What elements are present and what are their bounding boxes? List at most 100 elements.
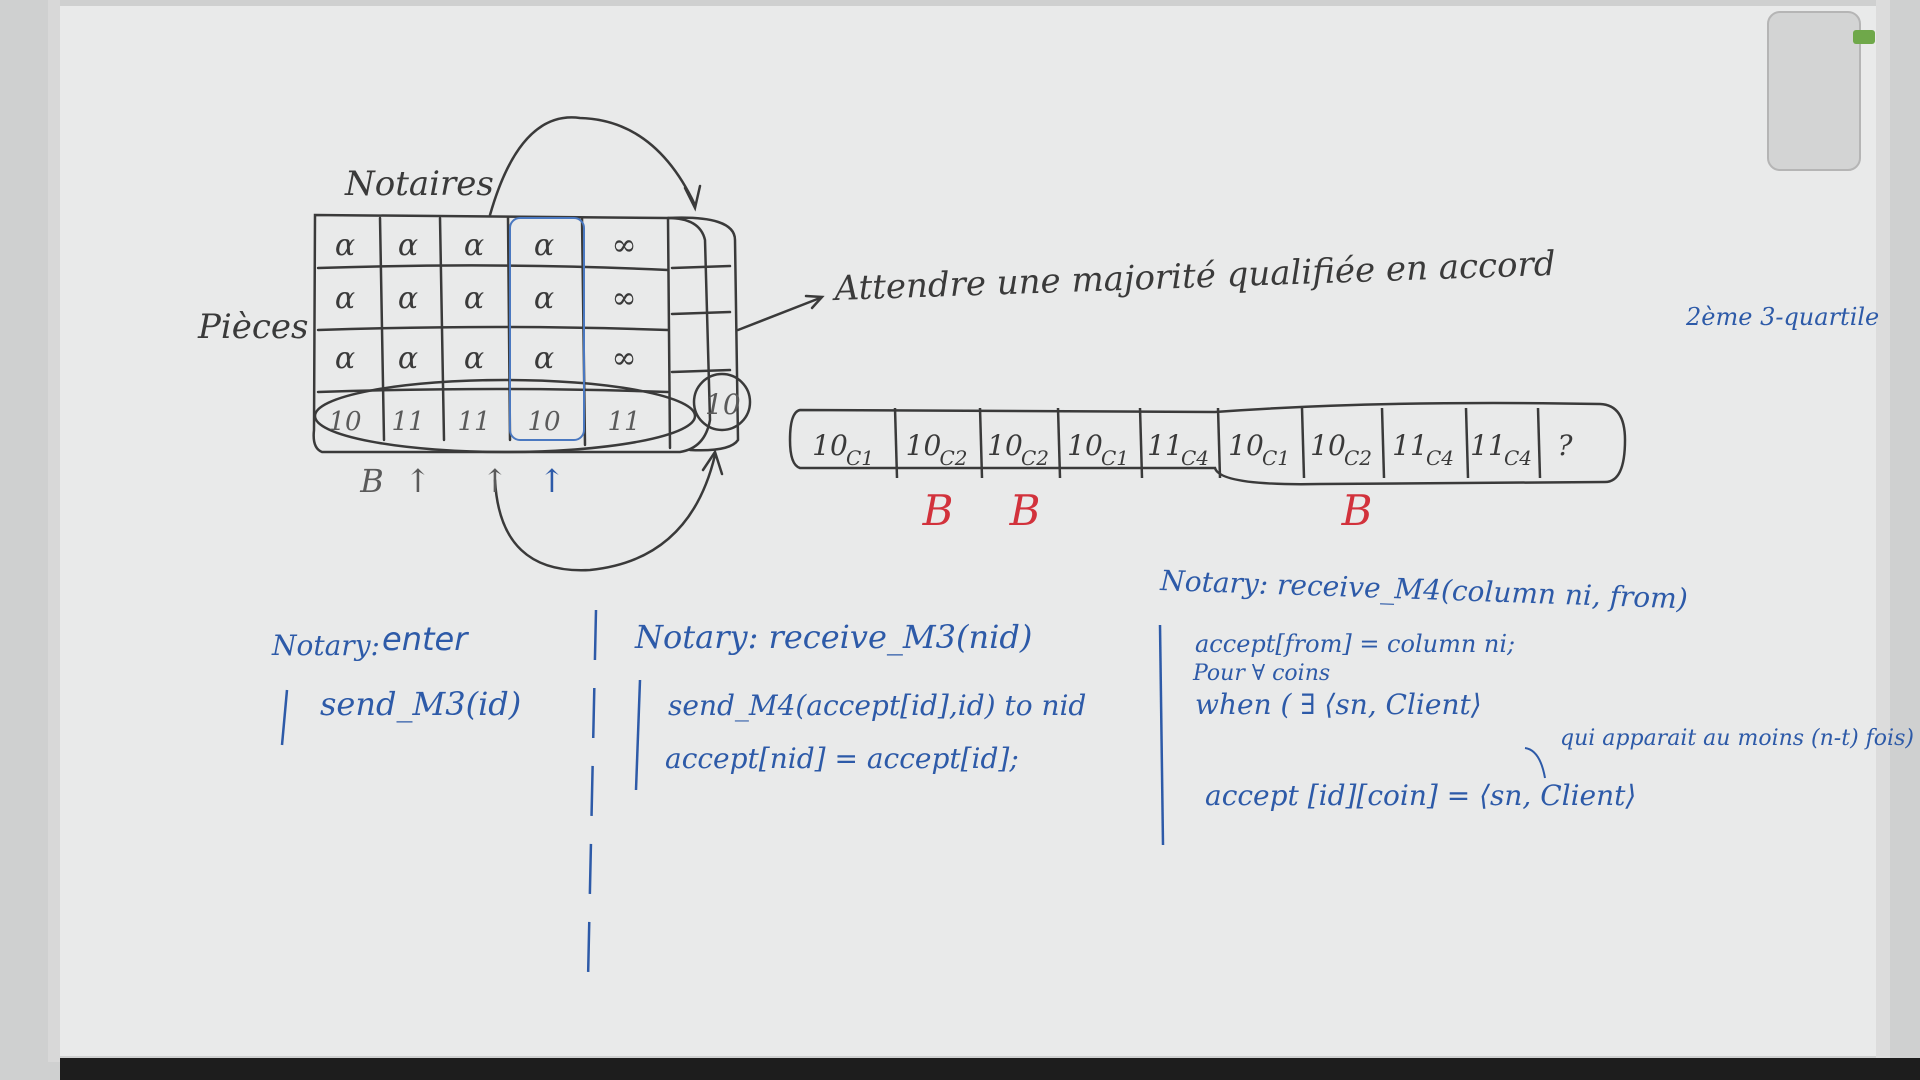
- sequence-cell-sub: C2: [1021, 446, 1049, 470]
- code-m3: Notary: receive_M3(nid) send_M4(accept[i…: [634, 618, 1086, 791]
- sequence-cell-value: 10: [1067, 429, 1103, 462]
- marker-holder: [1767, 11, 1861, 171]
- bottom-arrow-head: [701, 449, 724, 476]
- table-cell: α: [464, 281, 484, 316]
- sequence-cell-value: 11: [1392, 429, 1428, 462]
- table-cell: ∞: [612, 228, 637, 263]
- top-arrow: [488, 116, 697, 217]
- code-m3-line-2: accept[nid] = accept[id];: [665, 742, 1019, 775]
- table-cell: α: [534, 341, 554, 376]
- table-cell: 11: [607, 407, 640, 437]
- table-cell: 11: [391, 407, 424, 437]
- holder-tag: [1853, 30, 1875, 44]
- overflow-line: [670, 310, 732, 316]
- sequence-cell-sub: C4: [1181, 446, 1209, 470]
- table-row-line: [316, 325, 670, 332]
- code-enter-prefix: Notary:: [271, 629, 380, 662]
- board-surface: [58, 6, 1880, 1056]
- table-col-line: [438, 216, 446, 442]
- sequence-cell-value: 10: [812, 429, 848, 462]
- sequence-divider: [1536, 407, 1542, 479]
- b-mark: B: [1009, 486, 1041, 535]
- table-col-line: [666, 216, 672, 450]
- table-cell: α: [398, 341, 418, 376]
- table-outline: [312, 213, 712, 454]
- sequence-cell-value: 10: [987, 429, 1023, 462]
- board-right-frame: [1876, 0, 1890, 1062]
- table-cell: α: [335, 228, 355, 263]
- table-cell: 10: [527, 407, 560, 437]
- code-m4-bar: [1158, 624, 1165, 846]
- sequence-divider: [1464, 407, 1470, 479]
- code-m4-line-3: when ( ∃ ⟨sn, Client⟩: [1195, 688, 1482, 721]
- table-cell: α: [464, 341, 484, 376]
- table-cell: α: [464, 228, 484, 263]
- bottom-ellipse: [313, 378, 697, 454]
- top-arrow-head: [683, 184, 702, 212]
- table-cell: α: [335, 281, 355, 316]
- code-enter-name: enter: [382, 620, 469, 658]
- bottom-ledge: [60, 1058, 1920, 1080]
- highlighted-column: [509, 217, 585, 441]
- table-cell: 11: [457, 407, 490, 437]
- overflow-line: [670, 368, 732, 374]
- under-mark: ↑: [405, 462, 432, 500]
- sequence-cell-value: ?: [1557, 429, 1573, 462]
- table-cell: α: [534, 281, 554, 316]
- sequence-divider: [1216, 407, 1222, 479]
- table-cell: α: [335, 341, 355, 376]
- sequence-cell-sub: C1: [846, 446, 874, 470]
- code-m4-note: qui apparait au moins (n-t) fois): [1560, 726, 1914, 751]
- code-m3-header: Notary: receive_M3(nid): [634, 618, 1032, 656]
- sequence-divider: [1138, 407, 1144, 479]
- code-m4-line-2: Pour ∀ coins: [1192, 661, 1330, 686]
- overflow-line: [670, 264, 732, 270]
- board-left-frame: [48, 0, 60, 1062]
- table-cell: 10: [328, 407, 361, 437]
- sequence-cell-value: 11: [1147, 429, 1183, 462]
- under-mark: B: [359, 462, 384, 500]
- majority-arrow-head: [804, 294, 825, 310]
- table-row-line: [316, 264, 670, 272]
- code-m4-line-4: accept [id][coin] = ⟨sn, Client⟩: [1205, 779, 1636, 812]
- divider-dashed: [586, 609, 598, 981]
- code-m3-bar: [634, 679, 642, 791]
- b-mark: B: [1341, 486, 1373, 535]
- bottom-arrow: [493, 453, 717, 572]
- sequence-cell-sub: C1: [1262, 446, 1290, 470]
- table-cell: α: [398, 281, 418, 316]
- overflow-value: 10: [705, 388, 741, 421]
- code-enter-line: send_M3(id): [320, 685, 521, 723]
- code-enter: Notary: enter send_M3(id): [271, 620, 521, 746]
- sequence-cell-value: 10: [1228, 429, 1264, 462]
- sequence-cell-value: 10: [906, 429, 942, 462]
- code-m3-line-1: send_M4(accept[id],id) to nid: [668, 689, 1086, 722]
- sequence-divider: [893, 407, 899, 479]
- overflow-cell: [666, 216, 740, 452]
- overflow-circle: [692, 372, 752, 432]
- table-under-marks: B↑↑↑: [359, 462, 565, 500]
- under-mark: ↑: [539, 462, 566, 500]
- b-mark: B: [922, 486, 954, 535]
- table-title: Notaires: [344, 164, 494, 204]
- sequence-divider: [1300, 407, 1306, 479]
- sequence-cell-sub: C4: [1504, 446, 1532, 470]
- code-enter-bar: [280, 689, 289, 746]
- sequence-cell-sub: C1: [1101, 446, 1129, 470]
- sequence-divider: [978, 407, 984, 479]
- table-cell: α: [534, 228, 554, 263]
- quartile-note: 2ème 3-quartile: [1685, 303, 1879, 331]
- sequence-cell-sub: C2: [939, 446, 967, 470]
- sequence-cell-sub: C4: [1426, 446, 1454, 470]
- sequence-cell-sub: C2: [1344, 446, 1372, 470]
- row-label: Pièces: [197, 307, 308, 347]
- sequence-cell-value: 10: [1310, 429, 1346, 462]
- majority-arrow: [736, 296, 822, 332]
- code-m4-line-1: accept[from] = column ni;: [1195, 630, 1515, 658]
- table-cell: ∞: [612, 341, 637, 376]
- table-cell: ∞: [612, 281, 637, 316]
